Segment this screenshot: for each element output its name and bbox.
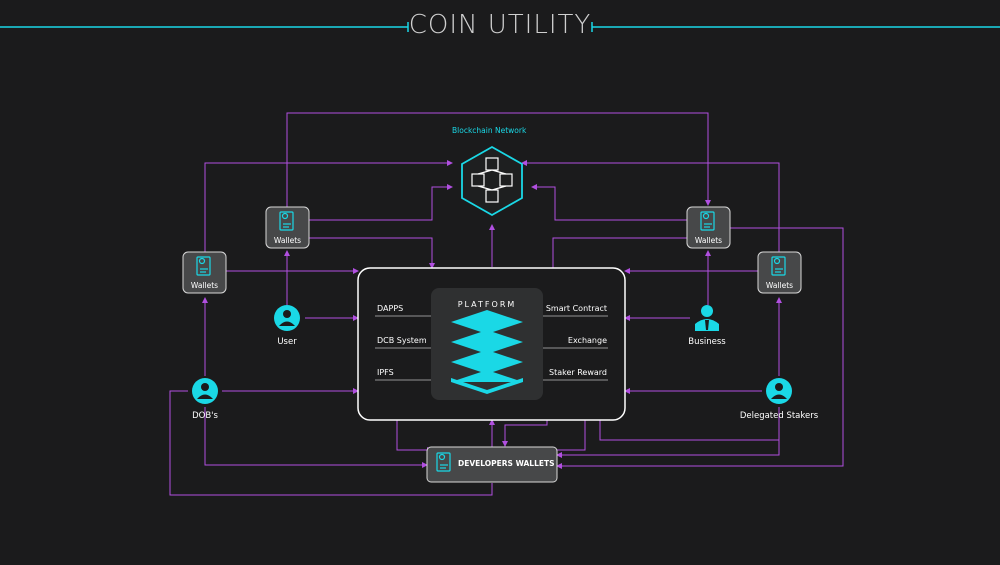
wallet-icon — [196, 256, 211, 276]
wallet-box-top-left — [265, 206, 310, 249]
connector — [521, 160, 780, 252]
wallet-label-top-left: Wallets — [273, 236, 302, 245]
connector — [556, 227, 844, 469]
connection-lines — [169, 112, 844, 496]
connector — [204, 407, 428, 468]
platform-item-rules — [375, 315, 608, 381]
delegated-stakers-label: Delegated Stakers — [739, 411, 819, 421]
page-title: COIN UTILITY — [0, 10, 1000, 40]
dobs-icon — [192, 378, 218, 404]
connector — [556, 407, 780, 458]
wallet-box-top-right — [686, 206, 731, 249]
platform-item-staker-reward: Staker Reward — [548, 368, 607, 377]
connector — [552, 237, 688, 268]
platform-item-ipfs: IPFS — [377, 368, 394, 377]
platform-item-smart-contract: Smart Contract — [545, 304, 607, 313]
developers-wallets-label: DEVELOPERS WALLETS — [458, 459, 555, 468]
platform-item-dcb-system: DCB System — [377, 336, 427, 345]
connector — [169, 390, 493, 496]
connector — [309, 237, 435, 269]
page-title-text: COIN UTILITY — [400, 10, 600, 40]
user-label: User — [277, 337, 297, 347]
wallet-box-left — [182, 251, 227, 294]
wallet-icon — [700, 211, 715, 231]
business-icon — [695, 305, 719, 331]
user-icon — [274, 305, 300, 331]
platform-item-dapps: DAPPS — [377, 304, 404, 313]
developers-wallets-box — [426, 446, 558, 483]
delegated-stakers-icon — [766, 378, 792, 404]
connector — [286, 112, 711, 207]
wallet-label-top-right: Wallets — [694, 236, 723, 245]
layers-icon — [451, 310, 523, 394]
wallet-label-left: Wallets — [190, 281, 219, 290]
dobs-label: DOB's — [192, 411, 218, 421]
wallet-icon — [436, 452, 451, 472]
business-label: Business — [688, 337, 726, 347]
blockchain-network-label: Blockchain Network — [452, 126, 527, 135]
platform-item-exchange: Exchange — [567, 336, 607, 345]
title-rule — [0, 22, 1000, 32]
connector — [204, 160, 453, 252]
wallet-icon — [771, 256, 786, 276]
connector — [309, 184, 453, 221]
connector — [531, 184, 688, 221]
platform-label: PLATFORM — [457, 300, 517, 309]
wallet-icon — [279, 211, 294, 231]
wallet-label-right: Wallets — [765, 281, 794, 290]
wallet-box-right — [757, 251, 802, 294]
blockchain-network-icon — [461, 145, 523, 217]
